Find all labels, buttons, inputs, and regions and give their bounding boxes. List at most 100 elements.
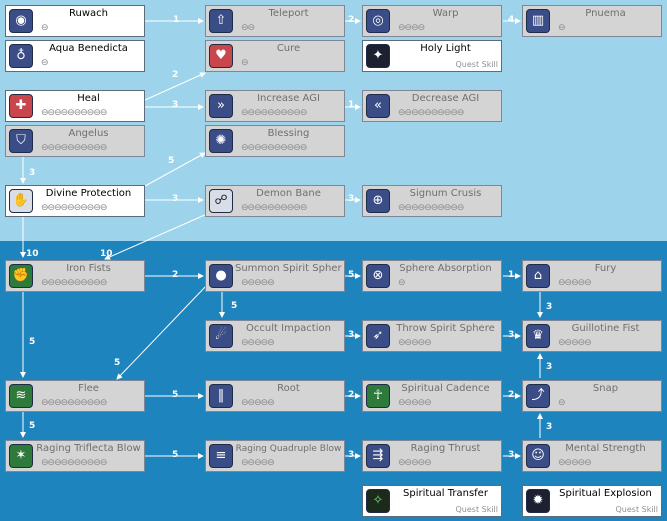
skill-name: Snap	[592, 383, 619, 394]
quest-skill-label: Quest Skill	[455, 60, 498, 69]
req-divine-protection-iron-fists: 10	[26, 249, 39, 259]
skill-level-dots: ⊖⊖	[241, 23, 255, 33]
skill-level-dots: ⊖⊖⊖⊖⊖⊖⊖⊖⊖⊖	[41, 398, 107, 408]
skill-holy-light[interactable]: ✦ Holy Light Quest Skill	[362, 40, 502, 72]
skill-decrease-agi[interactable]: « Decrease AGI ⊖⊖⊖⊖⊖⊖⊖⊖⊖⊖	[362, 90, 502, 122]
skill-signum-crusis[interactable]: ⊕ Signum Crusis ⊖⊖⊖⊖⊖⊖⊖⊖⊖⊖	[362, 185, 502, 217]
snap-icon: ⤴	[526, 384, 550, 408]
skill-level-dots: ⊖⊖⊖⊖⊖	[398, 338, 432, 348]
skill-name: Decrease AGI	[411, 93, 480, 104]
skill-raging-triflecta-blow[interactable]: ✶ Raging Triflecta Blow ⊖⊖⊖⊖⊖⊖⊖⊖⊖⊖	[5, 440, 145, 472]
skill-level-dots: ⊖⊖⊖⊖⊖⊖⊖⊖⊖⊖	[41, 278, 107, 288]
skill-level-dots: ⊖	[41, 58, 48, 68]
req-cadence-snap: 2	[508, 390, 515, 400]
skill-raging-quadruple-blow[interactable]: ≡ Raging Quadruple Blow ⊖⊖⊖⊖⊖	[205, 440, 345, 472]
skill-name: Spiritual Transfer	[403, 488, 488, 499]
req-heal-cure: 2	[172, 70, 179, 80]
eye-icon: ◉	[9, 9, 33, 33]
skill-level-dots: ⊖⊖⊖⊖	[398, 23, 425, 33]
req-quadruple-thrust: 3	[348, 450, 355, 460]
skill-name: Raging Triflecta Blow	[36, 443, 141, 454]
holy-light-icon: ✦	[366, 44, 390, 68]
req-summon-flee: 5	[114, 358, 121, 368]
skill-name: Heal	[77, 93, 100, 104]
skill-aqua-benedicta[interactable]: ♁ Aqua Benedicta ⊖	[5, 40, 145, 72]
skill-name: Holy Light	[420, 43, 471, 54]
agi-down-icon: «	[366, 94, 390, 118]
cross-circle-icon: ⊕	[366, 189, 390, 213]
skill-name: Warp	[432, 8, 459, 19]
skill-name: Divine Protection	[45, 188, 132, 199]
skill-blessing[interactable]: ✺ Blessing ⊖⊖⊖⊖⊖⊖⊖⊖⊖⊖	[205, 125, 345, 157]
req-flee-triflecta: 5	[29, 421, 36, 431]
req-throw-guillotine: 3	[508, 330, 515, 340]
skill-name: Teleport	[268, 8, 309, 19]
skill-level-dots: ⊖⊖⊖⊖⊖	[241, 278, 275, 288]
skill-name: Pnuema	[585, 8, 626, 19]
skill-angelus[interactable]: ⛉ Angelus ⊖⊖⊖⊖⊖⊖⊖⊖⊖⊖	[5, 125, 145, 157]
req-divine-protection-demon-bane: 3	[172, 194, 179, 204]
req-demon-bane-iron-fists: 10	[100, 249, 113, 259]
skill-pnuema[interactable]: ▥ Pnuema ⊖	[522, 5, 662, 37]
skill-raging-thrust[interactable]: ⇶ Raging Thrust ⊖⊖⊖⊖⊖	[362, 440, 502, 472]
skill-throw-spirit-sphere[interactable]: ➶ Throw Spirit Sphere ⊖⊖⊖⊖⊖	[362, 320, 502, 352]
req-summon-sphere-absorption: 5	[348, 270, 355, 280]
teleport-icon: ⇧	[209, 9, 233, 33]
claw-icon: ☍	[209, 189, 233, 213]
skill-name: Increase AGI	[257, 93, 320, 104]
skill-name: Root	[277, 383, 300, 394]
quest-skill-label: Quest Skill	[455, 505, 498, 514]
skill-name: Cure	[276, 43, 301, 54]
skill-increase-agi[interactable]: » Increase AGI ⊖⊖⊖⊖⊖⊖⊖⊖⊖⊖	[205, 90, 345, 122]
skill-divine-protection[interactable]: ✋ Divine Protection ⊖⊖⊖⊖⊖⊖⊖⊖⊖⊖	[5, 185, 145, 217]
skill-snap[interactable]: ⤴ Snap ⊖	[522, 380, 662, 412]
skill-teleport[interactable]: ⇧ Teleport ⊖⊖	[205, 5, 345, 37]
agi-up-icon: »	[209, 94, 233, 118]
skill-ruwach[interactable]: ◉ Ruwach ⊖	[5, 5, 145, 37]
skill-fury[interactable]: ⌂ Fury ⊖⊖⊖⊖⊖	[522, 260, 662, 292]
skill-spiritual-cadence[interactable]: ☥ Spiritual Cadence ⊖⊖⊖⊖⊖	[362, 380, 502, 412]
skill-demon-bane[interactable]: ☍ Demon Bane ⊖⊖⊖⊖⊖⊖⊖⊖⊖⊖	[205, 185, 345, 217]
skill-level-dots: ⊖⊖⊖⊖⊖⊖⊖⊖⊖⊖	[241, 203, 307, 213]
skill-root[interactable]: ‖ Root ⊖⊖⊖⊖⊖	[205, 380, 345, 412]
thrust-icon: ⇶	[366, 444, 390, 468]
skill-name: Occult Impaction	[246, 323, 331, 334]
skill-iron-fists[interactable]: ✊ Iron Fists ⊖⊖⊖⊖⊖⊖⊖⊖⊖⊖	[5, 260, 145, 292]
skill-occult-impaction[interactable]: ☄ Occult Impaction ⊖⊖⊖⊖⊖	[205, 320, 345, 352]
skill-cure[interactable]: ♥ Cure ⊖	[205, 40, 345, 72]
skill-level-dots: ⊖⊖⊖⊖⊖⊖⊖⊖⊖⊖	[41, 458, 107, 468]
skill-level-dots: ⊖	[241, 58, 248, 68]
req-flee-root: 5	[172, 390, 179, 400]
skill-name: Iron Fists	[66, 263, 111, 274]
shield-icon: ⛉	[9, 129, 33, 153]
skill-name: Throw Spirit Sphere	[396, 323, 495, 334]
skill-heal[interactable]: ✚ Heal ⊖⊖⊖⊖⊖⊖⊖⊖⊖⊖	[5, 90, 145, 122]
req-triflecta-quadruple: 5	[172, 450, 179, 460]
skill-mental-strength[interactable]: ☺ Mental Strength ⊖⊖⊖⊖⊖	[522, 440, 662, 472]
skill-guillotine-fist[interactable]: ♛ Guillotine Fist ⊖⊖⊖⊖⊖	[522, 320, 662, 352]
skill-name: Demon Bane	[256, 188, 321, 199]
cross-icon: ✚	[9, 94, 33, 118]
skill-spiritual-explosion[interactable]: ✹ Spiritual Explosion Quest Skill	[522, 485, 662, 517]
skill-name: Raging Quadruple Blow	[235, 444, 342, 454]
req-ruwach-teleport: 1	[173, 15, 180, 25]
skill-level-dots: ⊖⊖⊖⊖⊖	[398, 398, 432, 408]
barrier-icon: ▥	[526, 9, 550, 33]
req-thrust-mental: 3	[508, 450, 515, 460]
skill-sphere-absorption[interactable]: ⊗ Sphere Absorption ⊖	[362, 260, 502, 292]
root-icon: ‖	[209, 384, 233, 408]
quad-blow-icon: ≡	[209, 444, 233, 468]
skill-name: Sphere Absorption	[399, 263, 492, 274]
absorb-icon: ⊗	[366, 264, 390, 288]
skill-warp[interactable]: ◎ Warp ⊖⊖⊖⊖	[362, 5, 502, 37]
skill-name: Angelus	[68, 128, 109, 139]
skill-flee[interactable]: ≋ Flee ⊖⊖⊖⊖⊖⊖⊖⊖⊖⊖	[5, 380, 145, 412]
skill-spiritual-transfer[interactable]: ✧ Spiritual Transfer Quest Skill	[362, 485, 502, 517]
skill-name: Blessing	[267, 128, 310, 139]
skill-level-dots: ⊖⊖⊖⊖⊖⊖⊖⊖⊖⊖	[398, 108, 464, 118]
spirit-transfer-icon: ✧	[366, 489, 390, 513]
skill-summon-spirit-sphere[interactable]: ● Summon Spirit Sphere ⊖⊖⊖⊖⊖	[205, 260, 345, 292]
heart-icon: ♥	[209, 44, 233, 68]
skill-level-dots: ⊖⊖⊖⊖⊖	[558, 458, 592, 468]
skill-level-dots: ⊖⊖⊖⊖⊖⊖⊖⊖⊖⊖	[398, 203, 464, 213]
